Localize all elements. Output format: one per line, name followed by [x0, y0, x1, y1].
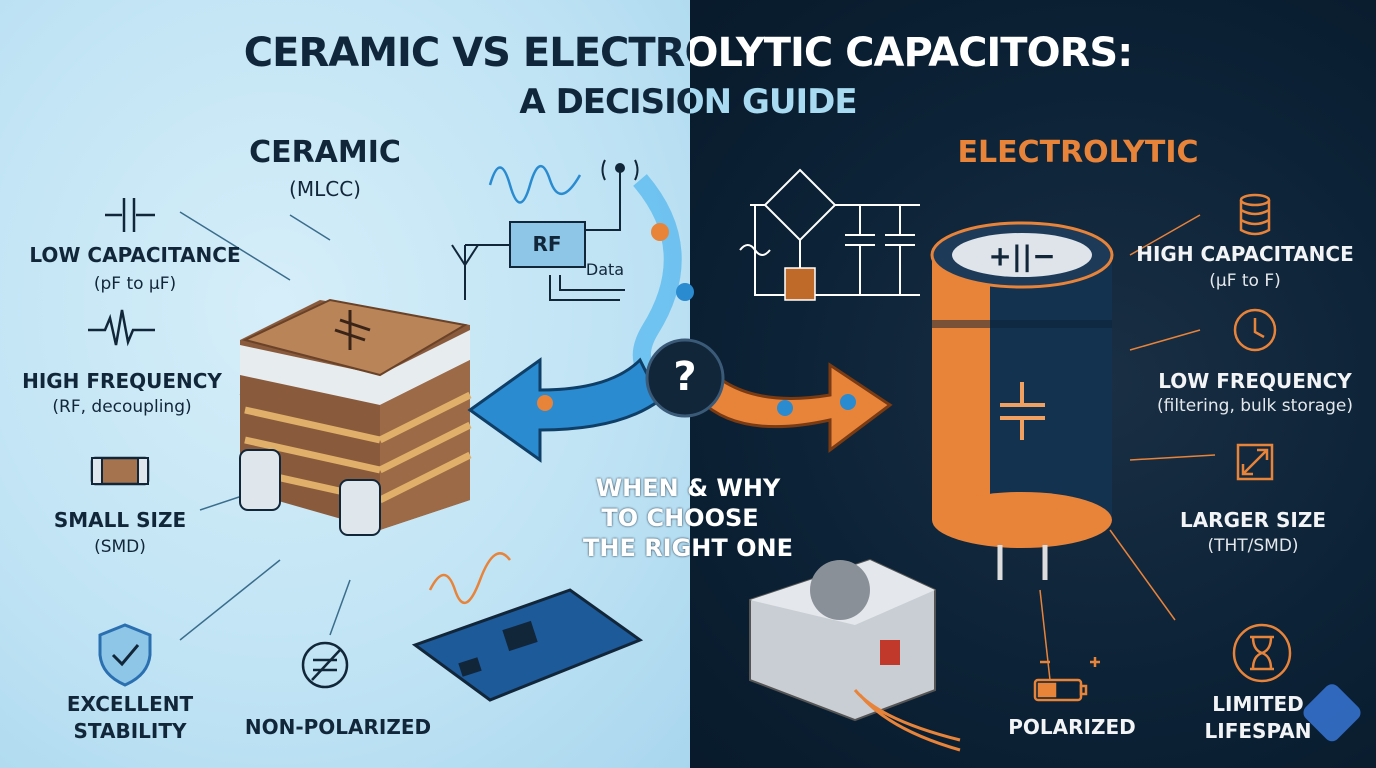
question-circle — [645, 338, 725, 418]
electrolytic-capacitor-illustration — [930, 221, 1114, 580]
ceramic-heading: CERAMIC — [249, 135, 401, 170]
watermark-logo — [1303, 684, 1361, 742]
question-mark: ? — [673, 354, 697, 400]
hourglass-icon — [1232, 623, 1292, 683]
waveform-icon — [88, 309, 155, 347]
feature-stability: STABILITY — [73, 719, 187, 743]
expand-icon — [1236, 443, 1274, 481]
feature-small-size: SMALL SIZE — [53, 508, 187, 532]
feature-limited: LIMITED — [1212, 692, 1304, 716]
non-polarized-icon — [301, 641, 349, 689]
feature-low-frequency: LOW FREQUENCY — [1158, 369, 1352, 393]
title-line-2: A DECISION GUIDE — [0, 82, 1376, 122]
rf-box — [509, 221, 586, 268]
right-arrow-icon — [698, 355, 893, 453]
feature-small-size-detail: (SMD) — [94, 537, 146, 557]
rf-label: RF — [532, 232, 562, 256]
feature-excellent: EXCELLENT — [66, 692, 194, 716]
feature-high-frequency: HIGH FREQUENCY — [22, 369, 222, 393]
data-label: Data — [585, 260, 625, 279]
center-line-2: TO CHOOSE — [601, 504, 759, 532]
smd-chip-icon — [90, 456, 150, 486]
center-line-3: THE RIGHT ONE — [582, 534, 794, 562]
shield-check-icon — [98, 623, 152, 687]
feature-larger-size: LARGER SIZE — [1179, 508, 1327, 532]
pcb-phone-illustration — [411, 552, 644, 702]
feature-high-frequency-detail: (RF, decoupling) — [52, 397, 192, 417]
left-arrow-icon — [467, 357, 662, 463]
database-stack-icon — [1239, 193, 1271, 236]
capacitor-marking: +||− — [988, 239, 1056, 273]
feature-non-polarized: NON-POLARIZED — [244, 715, 432, 739]
feature-low-capacitance-detail: (pF to µF) — [93, 274, 177, 294]
clock-icon — [1233, 308, 1277, 352]
battery-icon — [1033, 657, 1100, 702]
rectifier-circuit-illustration — [739, 168, 920, 296]
center-line-1: WHEN & WHY — [595, 474, 781, 502]
electrolytic-heading: ELECTROLYTIC — [957, 135, 1199, 170]
rf-circuit-illustration — [451, 159, 639, 301]
feature-high-capacitance-detail: (µF to F) — [1209, 271, 1281, 291]
feature-low-frequency-detail: (filtering, bulk storage) — [1156, 396, 1354, 416]
power-supply-illustration — [749, 558, 961, 752]
feature-high-capacitance: HIGH CAPACITANCE — [1136, 242, 1354, 266]
capacitor-symbol-icon — [105, 198, 155, 232]
title-line-1: CERAMIC VS ELECTROLYTIC CAPACITORS: — [0, 30, 1376, 76]
feature-polarized: POLARIZED — [1008, 715, 1136, 739]
feature-low-capacitance: LOW CAPACITANCE — [29, 243, 241, 267]
feature-larger-size-detail: (THT/SMD) — [1207, 536, 1299, 556]
ceramic-subheading: (MLCC) — [289, 177, 361, 201]
feature-lifespan: LIFESPAN — [1204, 719, 1312, 743]
ceramic-capacitor-illustration — [239, 298, 472, 536]
